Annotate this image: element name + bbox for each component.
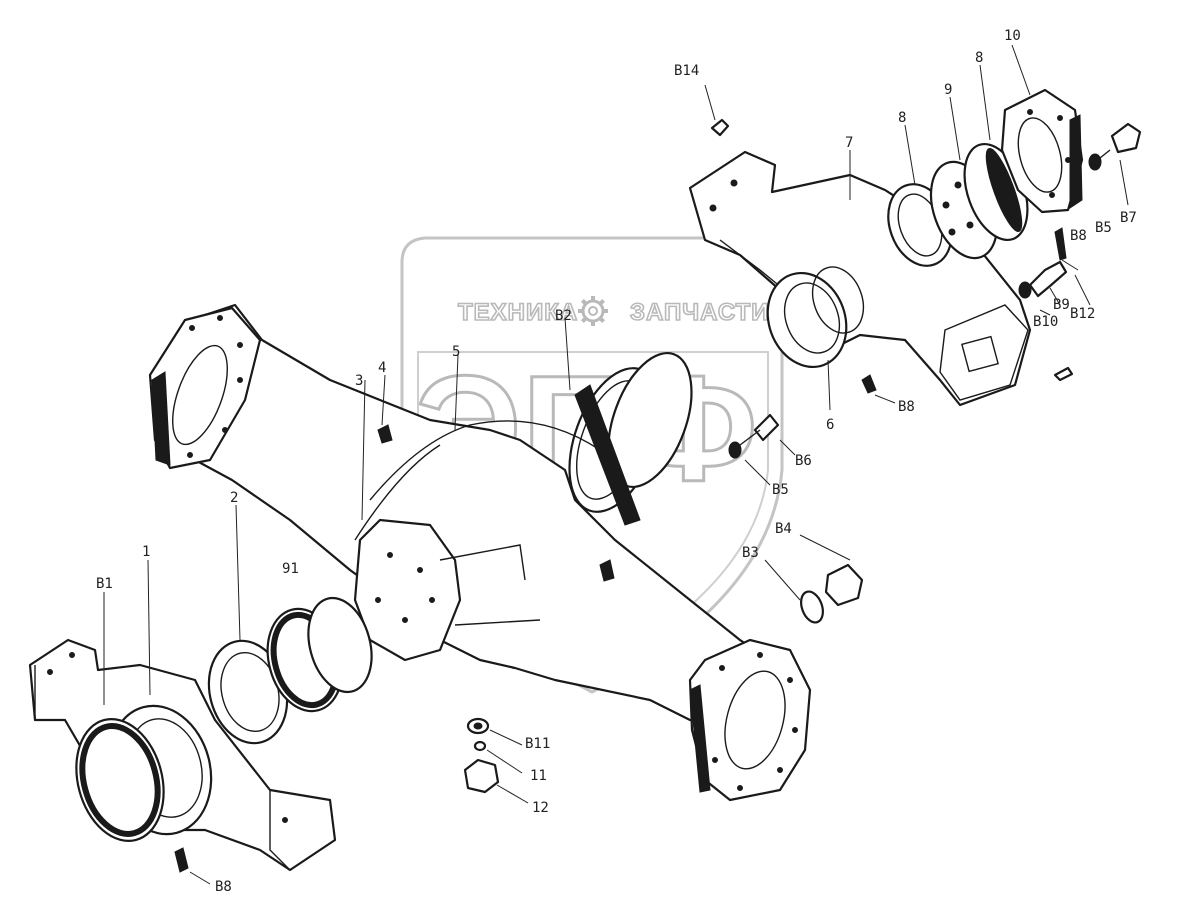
fitting-B8-bottom bbox=[174, 847, 189, 873]
callout-11: 11 bbox=[530, 768, 547, 784]
nut-B11 bbox=[466, 717, 490, 735]
plug-B4 bbox=[824, 563, 864, 607]
callout-B10: B10 bbox=[1033, 314, 1058, 330]
washer-B3 bbox=[800, 590, 824, 624]
callout-B5-mid: B5 bbox=[772, 482, 789, 498]
seal-ring-91 bbox=[266, 596, 373, 713]
callout-B7: B7 bbox=[1120, 210, 1137, 226]
callout-B1: B1 bbox=[96, 576, 113, 592]
callout-6: 6 bbox=[826, 417, 834, 433]
bolt-B6 bbox=[739, 413, 780, 446]
pin-B8-top bbox=[1054, 227, 1067, 261]
callout-8-upper: 8 bbox=[975, 50, 983, 66]
callout-B5-top: B5 bbox=[1095, 220, 1112, 236]
bolt-B9 bbox=[1018, 260, 1068, 299]
callout-9: 9 bbox=[944, 82, 952, 98]
callout-12: 12 bbox=[532, 800, 549, 816]
callout-B8-bottom: B8 bbox=[215, 879, 232, 895]
callout-B4: B4 bbox=[775, 521, 792, 537]
callout-5: 5 bbox=[452, 344, 460, 360]
callout-4: 4 bbox=[378, 360, 386, 376]
callout-8-lower: 8 bbox=[898, 110, 906, 126]
callout-2: 2 bbox=[230, 490, 238, 506]
callout-10: 10 bbox=[1004, 28, 1021, 44]
fitting-B8-mid bbox=[861, 374, 877, 394]
pin-B14 bbox=[710, 118, 730, 137]
gear-icon bbox=[578, 296, 608, 326]
watermark-left-text: ТЕХНИКА bbox=[458, 299, 578, 326]
plug-12 bbox=[463, 758, 500, 794]
callout-3: 3 bbox=[355, 373, 363, 389]
callout-B9: B9 bbox=[1053, 297, 1070, 313]
housing-7 bbox=[688, 150, 1032, 407]
callout-B3: B3 bbox=[742, 545, 759, 561]
callout-B14: B14 bbox=[674, 63, 699, 79]
callout-91: 91 bbox=[282, 561, 299, 577]
washer-11 bbox=[473, 740, 487, 752]
callout-7: 7 bbox=[845, 135, 853, 151]
callout-B2: B2 bbox=[555, 308, 572, 324]
axle-housing-main bbox=[148, 303, 812, 802]
callout-1: 1 bbox=[142, 544, 150, 560]
nut-B5-mid bbox=[728, 441, 742, 459]
leader-lines bbox=[103, 44, 1129, 885]
pin-right-end bbox=[1053, 366, 1074, 382]
bolt-B7 bbox=[1099, 122, 1142, 159]
callout-B8-top: B8 bbox=[1070, 228, 1087, 244]
flange-10 bbox=[1000, 88, 1084, 214]
watermark-right-text: ЗАПЧАСТИ bbox=[630, 299, 770, 326]
callout-B8-mid: B8 bbox=[898, 399, 915, 415]
seal-ring-B1 bbox=[75, 718, 165, 842]
callout-B6: B6 bbox=[795, 453, 812, 469]
nut-B5-top bbox=[1088, 153, 1102, 171]
callout-labels: B14 10 8 9 8 7 B7 B5 B8 B9 B12 B10 B2 5 … bbox=[96, 28, 1137, 895]
callout-B11: B11 bbox=[525, 736, 550, 752]
callout-B12: B12 bbox=[1070, 306, 1095, 322]
